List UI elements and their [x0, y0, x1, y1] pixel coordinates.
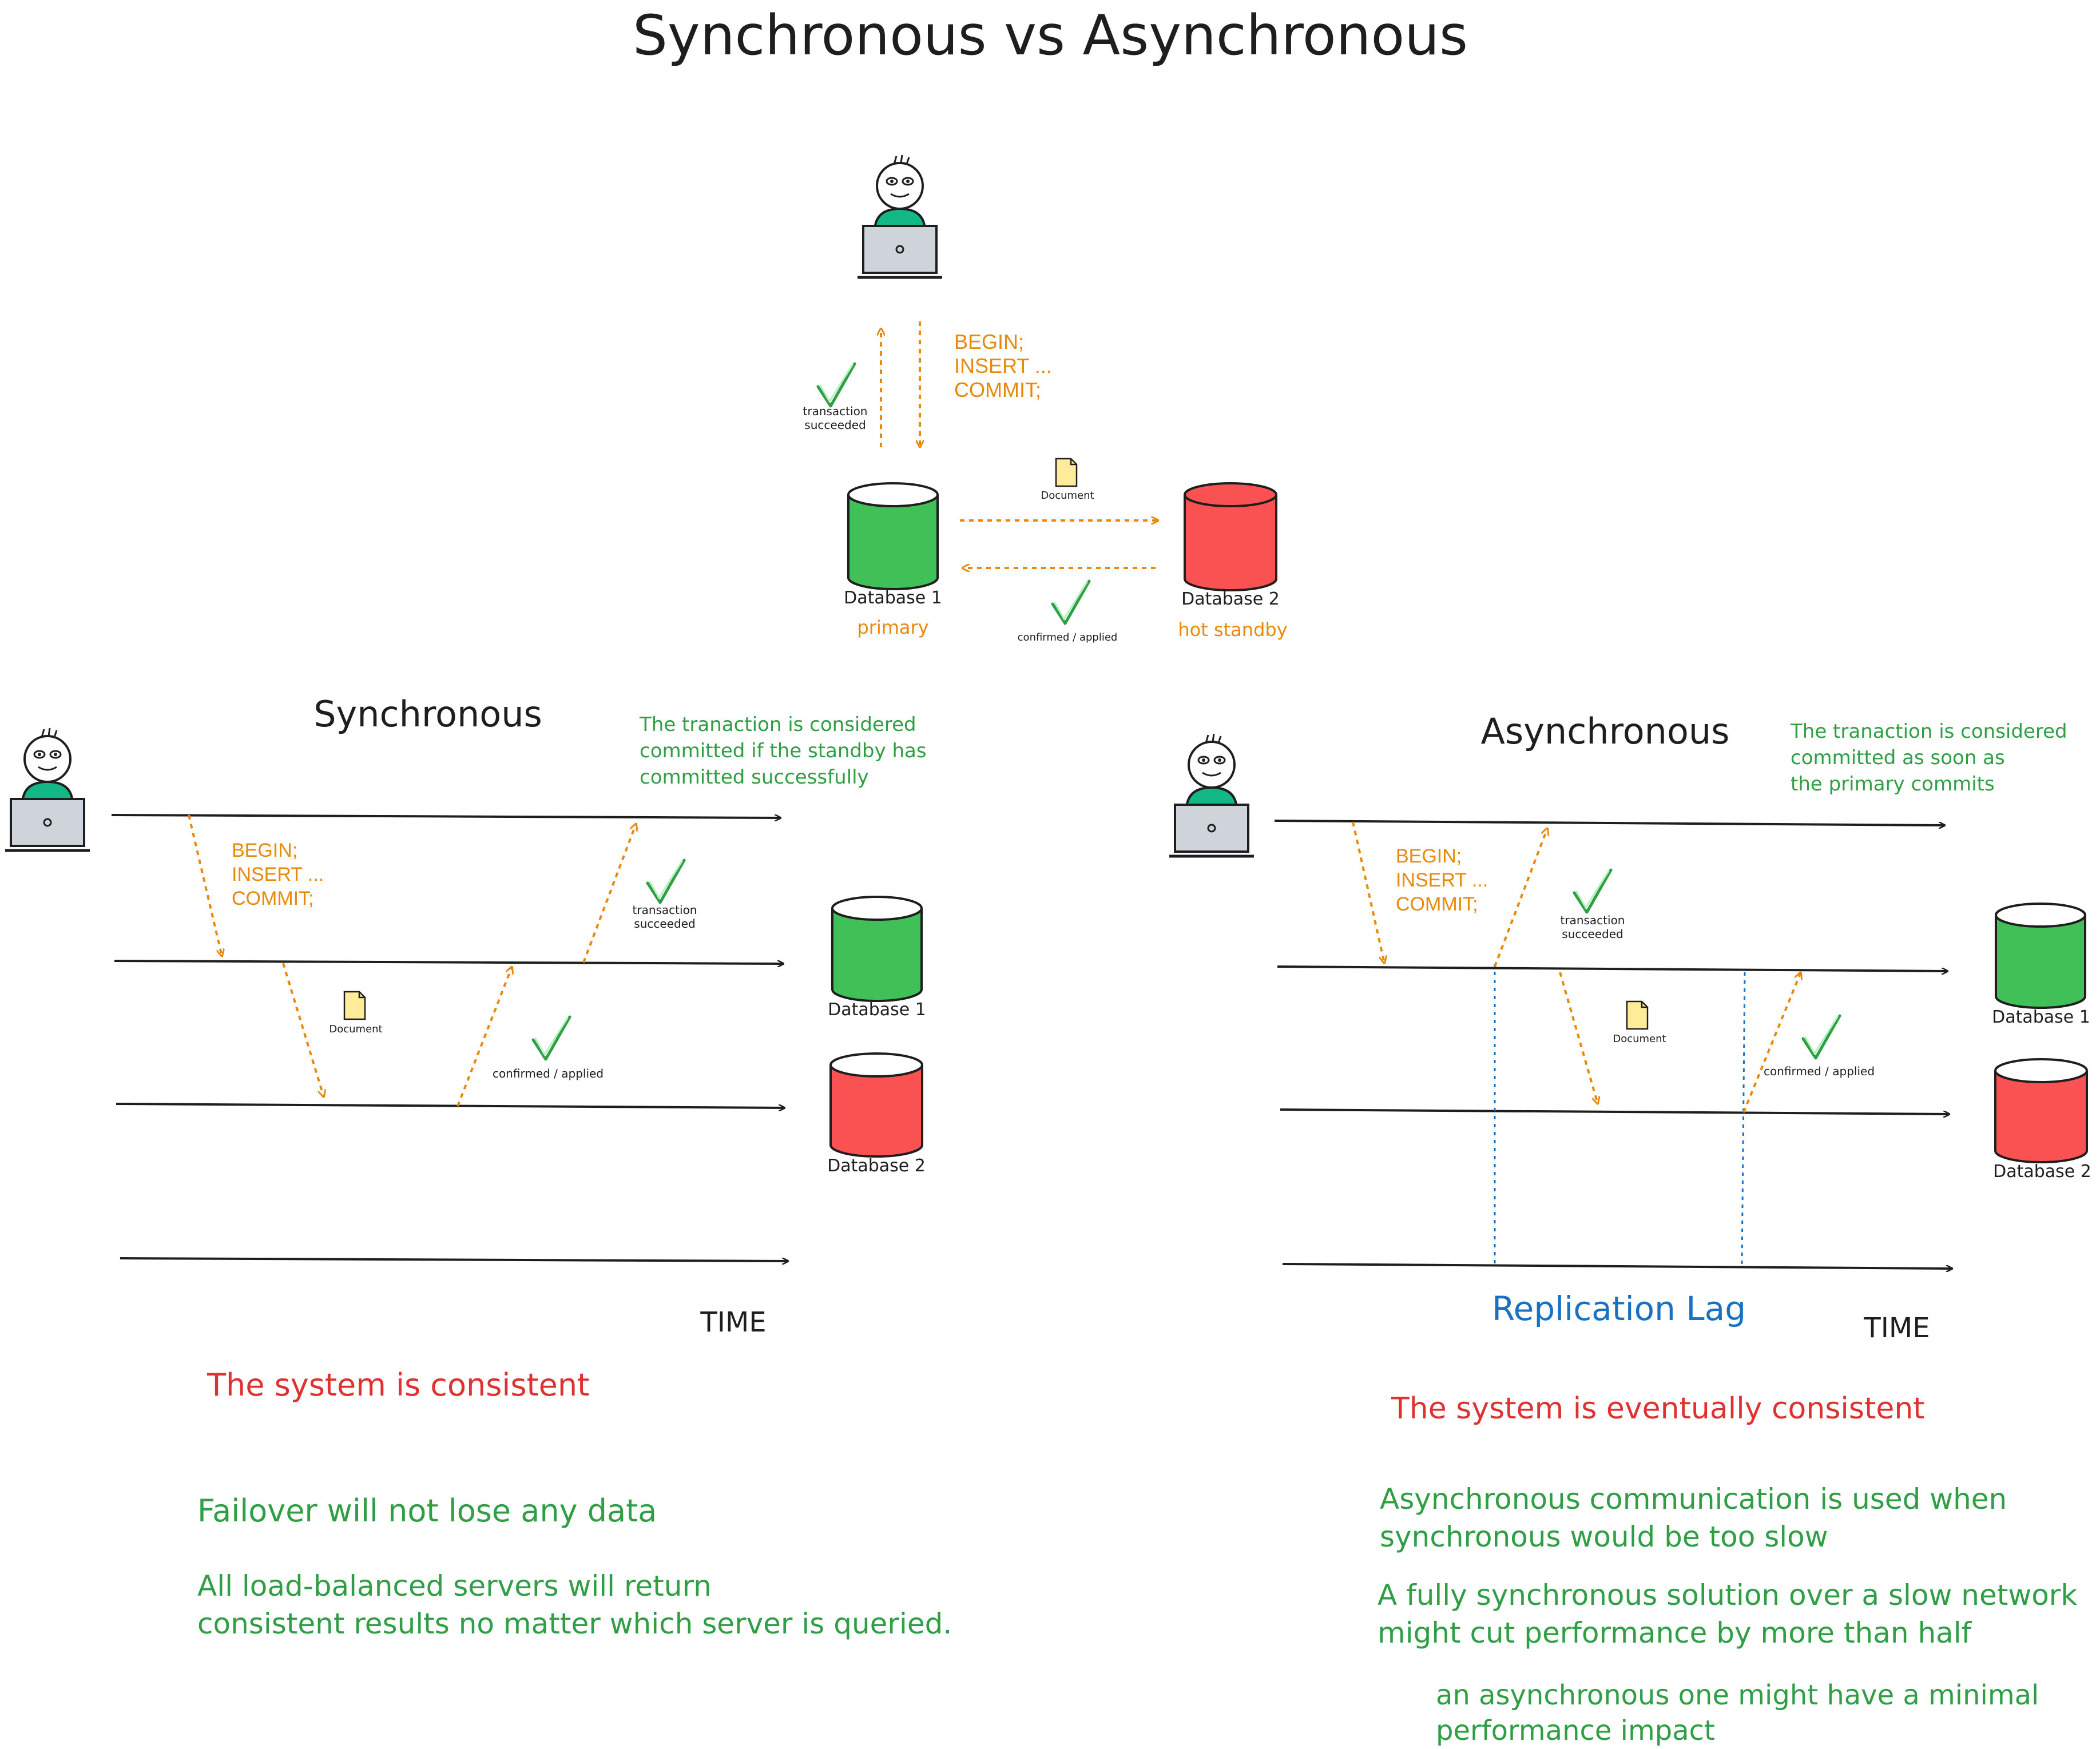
sync-replicate-arrow	[282, 963, 324, 1097]
async-timeline-db2	[1280, 1108, 1950, 1114]
async-timeline-time	[1282, 1263, 1952, 1269]
sync-timeline-user	[111, 814, 781, 818]
async-confirmed-label: confirmed / applied	[1764, 1064, 1875, 1078]
sync-timeline-time	[120, 1257, 788, 1261]
sync-note-line-2: committed if the standby has	[640, 740, 927, 762]
top-sql-line-2: INSERT ...	[954, 354, 1052, 377]
sync-sql-line-2: INSERT ...	[232, 864, 324, 885]
check-icon	[533, 1017, 570, 1059]
check-icon	[1803, 1016, 1840, 1058]
sync-response-arrow	[582, 824, 636, 963]
sync-note-line-3: committed successfully	[640, 766, 869, 789]
check-icon	[1574, 870, 1611, 912]
sync-request-arrow	[188, 814, 222, 956]
async-lag-label: Replication Lag	[1492, 1289, 1746, 1328]
top-sql-line-1: BEGIN;	[954, 330, 1024, 353]
top-transaction-label-2: succeeded	[804, 418, 866, 432]
check-icon	[1053, 581, 1089, 623]
sync-sql-line-3: COMMIT;	[232, 888, 314, 909]
sync-point-1: Failover will not lose any data	[197, 1493, 657, 1529]
top-db2-cylinder	[1184, 482, 1277, 591]
top-db1-name: Database 1	[844, 588, 942, 608]
async-point-3-line-1: an asynchronous one might have a minimal	[1436, 1679, 2039, 1711]
top-sql-line-3: COMMIT;	[954, 378, 1041, 402]
async-point-1-line-2: synchronous would be too slow	[1380, 1520, 1828, 1553]
user-icon	[1169, 734, 1254, 856]
async-sql-line-3: COMMIT;	[1396, 893, 1478, 915]
async-heading: Asynchronous	[1481, 710, 1730, 752]
sync-verdict: The system is consistent	[207, 1367, 589, 1403]
sync-point-2-line-1: All load-balanced servers will return	[197, 1569, 712, 1603]
sync-time-label: TIME	[700, 1306, 766, 1338]
sync-document-label: Document	[329, 1023, 382, 1035]
document-icon	[1055, 458, 1078, 487]
page-title: Synchronous vs Asynchronous	[633, 3, 1468, 67]
async-point-1-line-1: Asynchronous communication is used when	[1380, 1482, 2007, 1516]
async-replicate-arrow	[1559, 972, 1598, 1104]
user-icon	[5, 728, 90, 850]
top-db2-name: Database 2	[1181, 589, 1280, 609]
sync-db1-cylinder	[831, 896, 923, 1002]
check-icon	[818, 364, 855, 406]
top-db1-role: primary	[857, 617, 928, 638]
async-timeline-user	[1274, 820, 1945, 825]
async-point-2-line-2: might cut performance by more than half	[1377, 1616, 1972, 1649]
top-user	[858, 155, 942, 277]
async-point-2-line-1: A fully synchronous solution over a slow…	[1377, 1579, 2077, 1612]
sync-transaction-label-1: transaction	[633, 903, 697, 917]
document-icon	[1626, 1000, 1649, 1030]
async-confirm-arrow	[1742, 972, 1801, 1113]
async-timeline-db1	[1277, 965, 1948, 971]
async-sql-line-2: INSERT ...	[1396, 869, 1488, 891]
async-sql-line-1: BEGIN;	[1396, 845, 1462, 867]
sync-note: The tranaction is considered committed i…	[639, 713, 927, 789]
lag-end-marker	[1741, 972, 1746, 1266]
async-db1-name: Database 1	[1992, 1007, 2090, 1027]
sync-note-line-1: The tranaction is considered	[639, 713, 916, 736]
sync-db1-name: Database 1	[828, 1000, 926, 1020]
sync-heading: Synchronous	[313, 693, 542, 735]
async-time-label: TIME	[1863, 1312, 1930, 1344]
top-document-label: Document	[1041, 490, 1094, 502]
sync-sql-block: BEGIN; INSERT ... COMMIT;	[232, 840, 324, 909]
sync-db2-name: Database 2	[827, 1156, 926, 1176]
async-note: The tranaction is considered committed a…	[1790, 720, 2067, 796]
sync-point-2-line-2: consistent results no matter which serve…	[197, 1607, 952, 1640]
async-verdict: The system is eventually consistent	[1391, 1392, 1925, 1426]
sync-transaction-label-2: succeeded	[634, 917, 695, 931]
sync-db2-cylinder	[829, 1052, 923, 1158]
async-transaction-label-2: succeeded	[1562, 927, 1623, 941]
sync-sql-line-1: BEGIN;	[232, 840, 297, 861]
async-db1-cylinder	[1995, 903, 2086, 1009]
top-transaction-label-1: transaction	[803, 404, 868, 418]
document-icon	[343, 991, 366, 1020]
async-sql-block: BEGIN; INSERT ... COMMIT;	[1396, 845, 1488, 915]
async-db2-cylinder	[1994, 1058, 2088, 1163]
async-note-line-1: The tranaction is considered	[1790, 720, 2067, 743]
sync-confirm-arrow	[456, 967, 512, 1107]
check-icon	[648, 860, 684, 903]
async-note-line-3: the primary commits	[1791, 773, 1995, 796]
sync-timeline-db2	[116, 1103, 785, 1108]
top-confirmed-label: confirmed / applied	[1018, 631, 1118, 643]
top-db1-cylinder	[847, 482, 939, 590]
async-point-3-line-2: performance impact	[1436, 1715, 1715, 1747]
sync-timeline-db1	[114, 960, 784, 964]
top-db2-role: hot standby	[1178, 619, 1287, 641]
async-db2-name: Database 2	[1993, 1162, 2091, 1182]
sync-confirmed-label: confirmed / applied	[493, 1067, 604, 1080]
async-transaction-label-1: transaction	[1561, 913, 1625, 927]
async-request-arrow	[1352, 821, 1384, 963]
async-note-line-2: committed as soon as	[1791, 746, 2005, 769]
async-document-label: Document	[1613, 1033, 1666, 1045]
top-sql-block: BEGIN; INSERT ... COMMIT;	[954, 330, 1052, 402]
user-icon	[858, 155, 942, 277]
async-response-arrow	[1494, 828, 1547, 967]
